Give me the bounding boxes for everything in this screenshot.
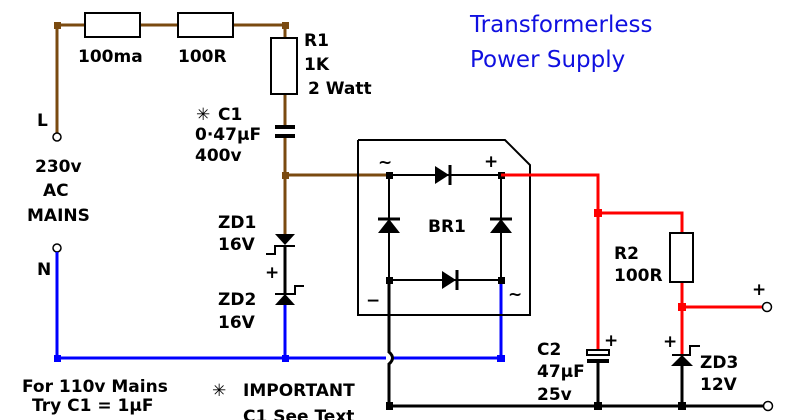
mains-voltage: 230v	[35, 157, 82, 177]
important-mark: ✳	[212, 381, 226, 401]
zd3-plus: +	[663, 332, 677, 352]
c1-mark: ✳	[196, 105, 210, 125]
output-plus: +	[752, 280, 766, 300]
negative-rail	[387, 280, 765, 408]
capacitor-c2	[586, 349, 610, 356]
mains-label: MAINS	[27, 206, 90, 226]
neutral-terminal	[52, 243, 62, 253]
title-line1: Transformerless	[469, 12, 653, 38]
fuse	[84, 12, 141, 38]
resistor-value: 100R	[178, 47, 227, 67]
r2-name: R2	[614, 244, 639, 264]
junction	[282, 172, 289, 179]
r1-name: R1	[304, 31, 329, 51]
c1-value: 0·47μF	[195, 125, 261, 145]
resistor-r1	[270, 37, 298, 95]
zener-zd3	[671, 355, 693, 366]
note-try-c1: Try C1 = 1μF	[32, 396, 153, 416]
title-line2: Power Supply	[470, 47, 625, 73]
junction	[497, 355, 505, 362]
bridge-name: BR1	[428, 217, 466, 237]
positive-output-terminal[interactable]	[761, 301, 773, 313]
c1-voltage: 400v	[195, 146, 242, 166]
c2-name: C2	[537, 340, 561, 360]
junction	[282, 355, 289, 362]
c2-voltage: 25v	[537, 385, 572, 405]
bridge-ac-in: ~	[378, 153, 392, 173]
c2-value: 47μF	[537, 362, 585, 382]
r1-power: 2 Watt	[308, 79, 372, 99]
c1-name: C1	[218, 105, 242, 125]
r2-value: 100R	[614, 266, 663, 286]
zd3-name: ZD3	[700, 353, 738, 373]
bridge-minus: −	[366, 291, 380, 311]
zd2-value: 16V	[218, 313, 256, 333]
resistor-series	[177, 12, 234, 38]
bridge-diodes	[378, 165, 512, 290]
live-label: L	[37, 111, 48, 131]
live-terminal	[52, 132, 62, 142]
zd1-name: ZD1	[218, 213, 256, 233]
mains-type: AC	[43, 181, 69, 201]
important-label: IMPORTANT	[243, 381, 355, 401]
resistor-r2	[669, 232, 694, 283]
neutral-label: N	[37, 260, 51, 280]
zd3-value: 12V	[700, 375, 738, 395]
fuse-value: 100ma	[78, 47, 143, 67]
junction	[54, 355, 61, 362]
junction	[282, 22, 289, 29]
see-text-note: C1 See Text	[243, 407, 354, 420]
bridge-ac-out: ~	[508, 285, 522, 305]
capacitor-c1	[275, 125, 295, 138]
zener-plus: +	[265, 263, 279, 283]
r1-value: 1K	[304, 55, 330, 75]
zener-zd2	[275, 294, 295, 305]
positive-wires	[501, 173, 763, 354]
junction	[54, 22, 61, 29]
bridge-plus: +	[484, 152, 498, 172]
negative-output-terminal[interactable]	[762, 400, 774, 412]
zd2-name: ZD2	[218, 290, 256, 310]
c2-plus: +	[604, 331, 618, 351]
note-110v: For 110v Mains	[22, 377, 168, 397]
zd1-value: 16V	[218, 235, 256, 255]
bridge-outline	[357, 139, 531, 316]
zener-zd1	[275, 234, 295, 245]
